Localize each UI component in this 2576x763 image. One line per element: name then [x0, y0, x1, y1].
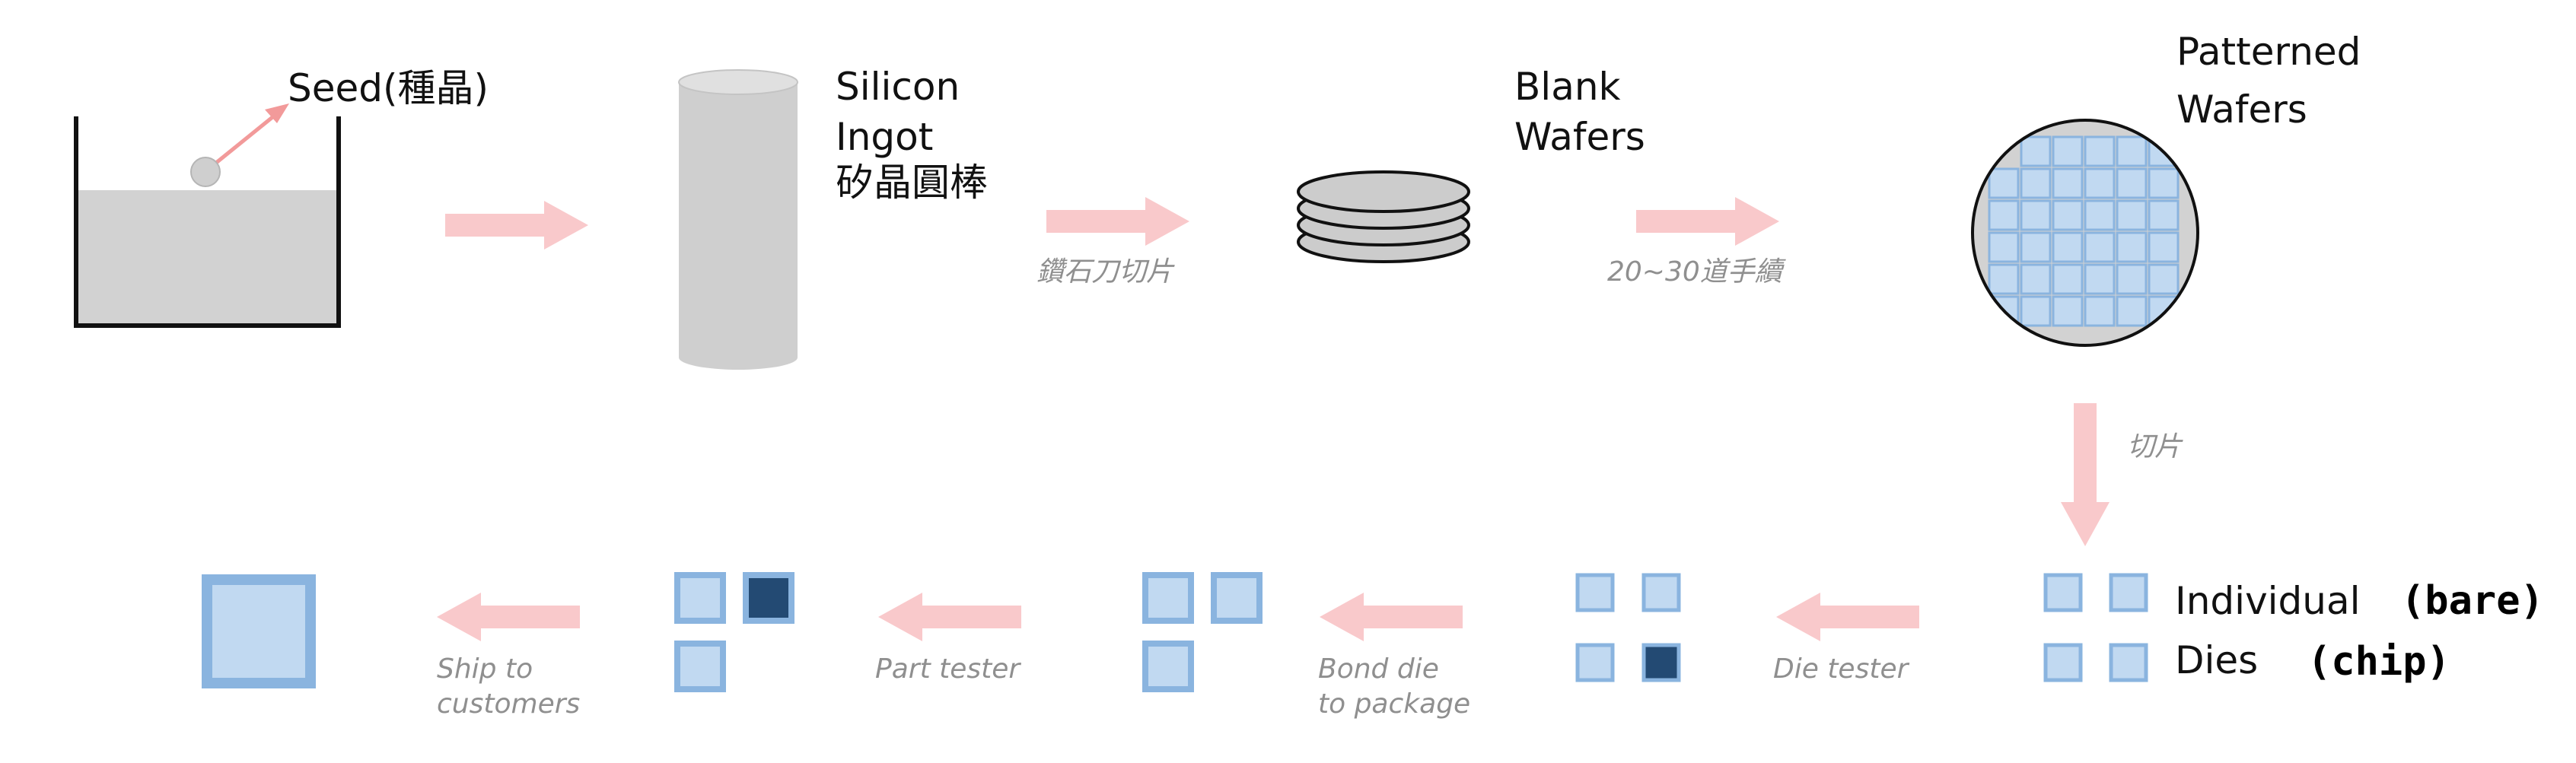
arrow-to-die-tester — [1776, 593, 1919, 641]
wafer-die — [2148, 231, 2180, 263]
packaged-dies — [1142, 572, 1263, 692]
wafer-die — [2052, 167, 2084, 199]
crucible-wall — [74, 116, 341, 328]
part-tester-caption: Part tester — [875, 653, 1021, 685]
wafer-die — [2052, 199, 2084, 231]
tested-dies — [1575, 573, 1681, 682]
wafer-die — [2116, 135, 2148, 167]
wafer-die — [2148, 199, 2180, 231]
wafer-die — [2116, 263, 2148, 295]
patterned-wafers-label-line-2: Wafers — [2176, 87, 2307, 132]
wafer-die — [2052, 135, 2084, 167]
arrow-to-part-tester — [878, 593, 1021, 641]
arrow-wafers-to-patterned — [1636, 197, 1779, 246]
wafer-die — [2084, 135, 2116, 167]
arrow-to-bond — [1320, 593, 1463, 641]
handwritten-chip-note: (chip) — [2307, 639, 2450, 685]
ingot-label-line-1: Silicon — [836, 65, 960, 109]
arrow-to-ship — [437, 593, 580, 641]
dies-label-line-1: Individual — [2175, 579, 2361, 623]
wafer-die — [2020, 167, 2052, 199]
wafer-die — [2020, 231, 2052, 263]
ship-caption-line-1: Ship to — [437, 653, 533, 685]
dies-label-line-2: Dies — [2175, 638, 2259, 682]
arrow-ingot-to-wafers — [1046, 197, 1189, 246]
patterned-wafer — [1971, 119, 2199, 347]
wafer-die — [2020, 263, 2052, 295]
wafer-die — [2148, 263, 2180, 295]
wafer-die — [2084, 199, 2116, 231]
diamond-saw-caption: 鑽石刀切片 — [1036, 256, 1174, 288]
ingot-label-line-3: 矽晶圓棒 — [836, 161, 988, 205]
wafer-die — [2084, 167, 2116, 199]
ship-caption-line-2: customers — [437, 688, 581, 720]
shipped-chip — [202, 574, 316, 688]
wafer-die — [1988, 199, 2020, 231]
wafer-die — [2116, 295, 2148, 327]
blank-wafers-label-line-2: Wafers — [1514, 115, 1645, 159]
bad-package — [743, 572, 794, 624]
blank-wafer-stack — [1297, 170, 1470, 263]
wafer-die — [2116, 231, 2148, 263]
wafer-die — [2020, 135, 2052, 167]
wafer-die — [2148, 167, 2180, 199]
wafer-die — [1988, 263, 2020, 295]
wafer-die — [2084, 231, 2116, 263]
seed-crystal — [190, 157, 221, 187]
wafer-die — [2020, 295, 2052, 327]
ingot-label-line-2: Ingot — [836, 115, 934, 159]
arrow-melt-to-ingot — [445, 201, 588, 250]
wafer-die — [2116, 167, 2148, 199]
wafer-die — [2052, 263, 2084, 295]
wafer-die — [1988, 167, 2020, 199]
wafer-die — [2052, 231, 2084, 263]
wafer-die — [2084, 263, 2116, 295]
wafer-die — [2020, 199, 2052, 231]
process-arrows — [437, 197, 2110, 641]
individual-dies — [2043, 573, 2148, 682]
crucible — [74, 103, 341, 328]
bond-caption-line-1: Bond die — [1318, 653, 1439, 685]
silicon-ingot — [678, 69, 798, 370]
silicon-melt — [76, 190, 339, 326]
handwritten-bare-note: (bare) — [2401, 578, 2544, 624]
seed-label: Seed(種晶) — [288, 66, 489, 110]
arrow-dicing — [2061, 403, 2110, 546]
tested-packages — [674, 572, 794, 692]
wafer-die — [2052, 295, 2084, 327]
wafer-die — [2084, 295, 2116, 327]
bad-die — [1641, 643, 1681, 682]
seed-pull-arrow — [215, 110, 282, 164]
patterned-wafers-label-line-1: Patterned — [2176, 30, 2361, 74]
die-tester-caption: Die tester — [1773, 653, 1909, 685]
dicing-caption: 切片 — [2127, 431, 2183, 463]
wafer-die — [2116, 199, 2148, 231]
seed-pull-arrowhead — [265, 103, 289, 123]
process-steps-caption: 20~30道手續 — [1607, 256, 1782, 288]
blank-wafers-label-line-1: Blank — [1514, 65, 1621, 109]
wafer-die — [1988, 231, 2020, 263]
bond-caption-line-2: to package — [1318, 688, 1471, 720]
